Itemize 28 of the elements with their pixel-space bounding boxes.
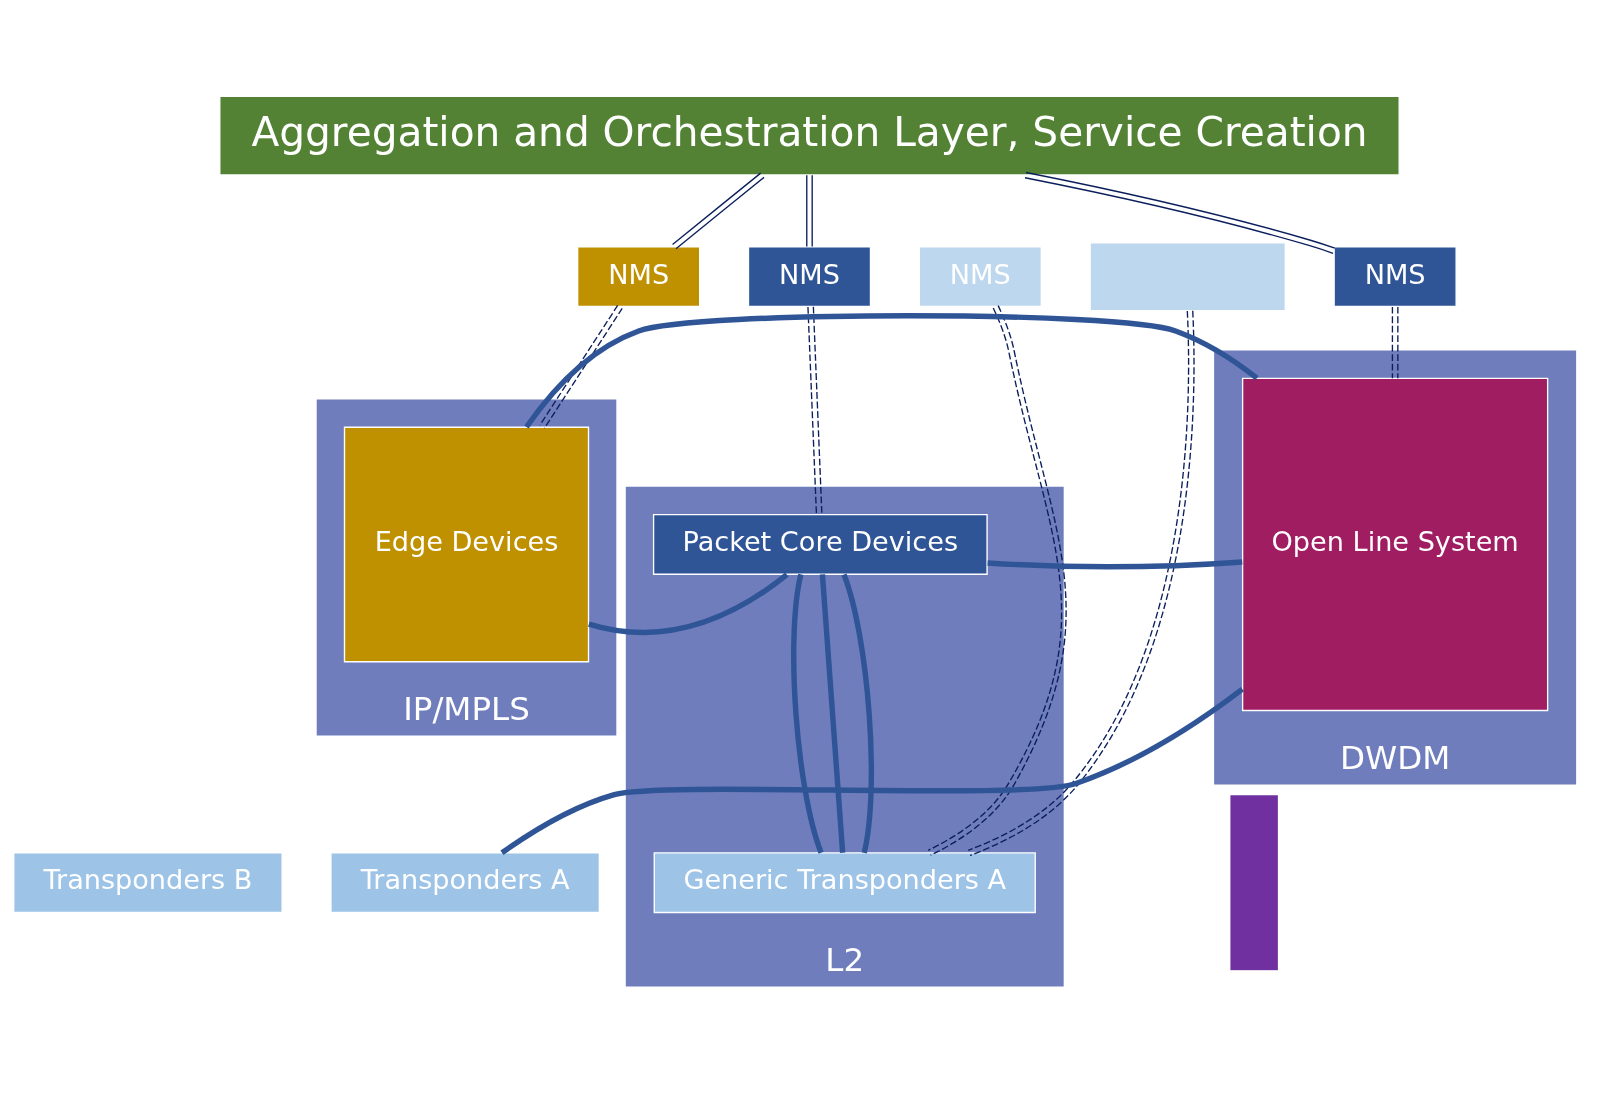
connector — [539, 304, 623, 429]
connector — [819, 574, 846, 853]
node-box — [1229, 793, 1280, 972]
node-box: NMS — [1333, 246, 1457, 308]
connector — [791, 573, 824, 854]
node-box: NMS — [577, 246, 701, 308]
node-box: Aggregation and Orchestration Layer, Service Creation — [219, 95, 1400, 176]
node-box — [1089, 242, 1286, 312]
connector — [807, 306, 823, 516]
connector — [987, 559, 1243, 570]
node-box: Transponders B — [13, 852, 283, 914]
connector — [671, 172, 765, 250]
connector — [967, 310, 1195, 857]
node-box: Transponders A — [330, 852, 601, 914]
connector — [524, 313, 1259, 429]
node-box: Packet Core Devices — [652, 513, 988, 575]
connector — [1391, 306, 1399, 379]
connector — [806, 174, 813, 248]
node-box: Generic Transponders A — [653, 852, 1036, 914]
node-box: Open Line System — [1241, 377, 1549, 712]
node-box: Edge Devices — [343, 426, 590, 663]
connector — [500, 686, 1244, 855]
connector — [1024, 171, 1336, 254]
node-box: NMS — [747, 246, 872, 308]
connector — [927, 304, 1067, 856]
connector — [588, 572, 789, 636]
connector — [841, 573, 874, 854]
node-box: NMS — [918, 246, 1042, 308]
